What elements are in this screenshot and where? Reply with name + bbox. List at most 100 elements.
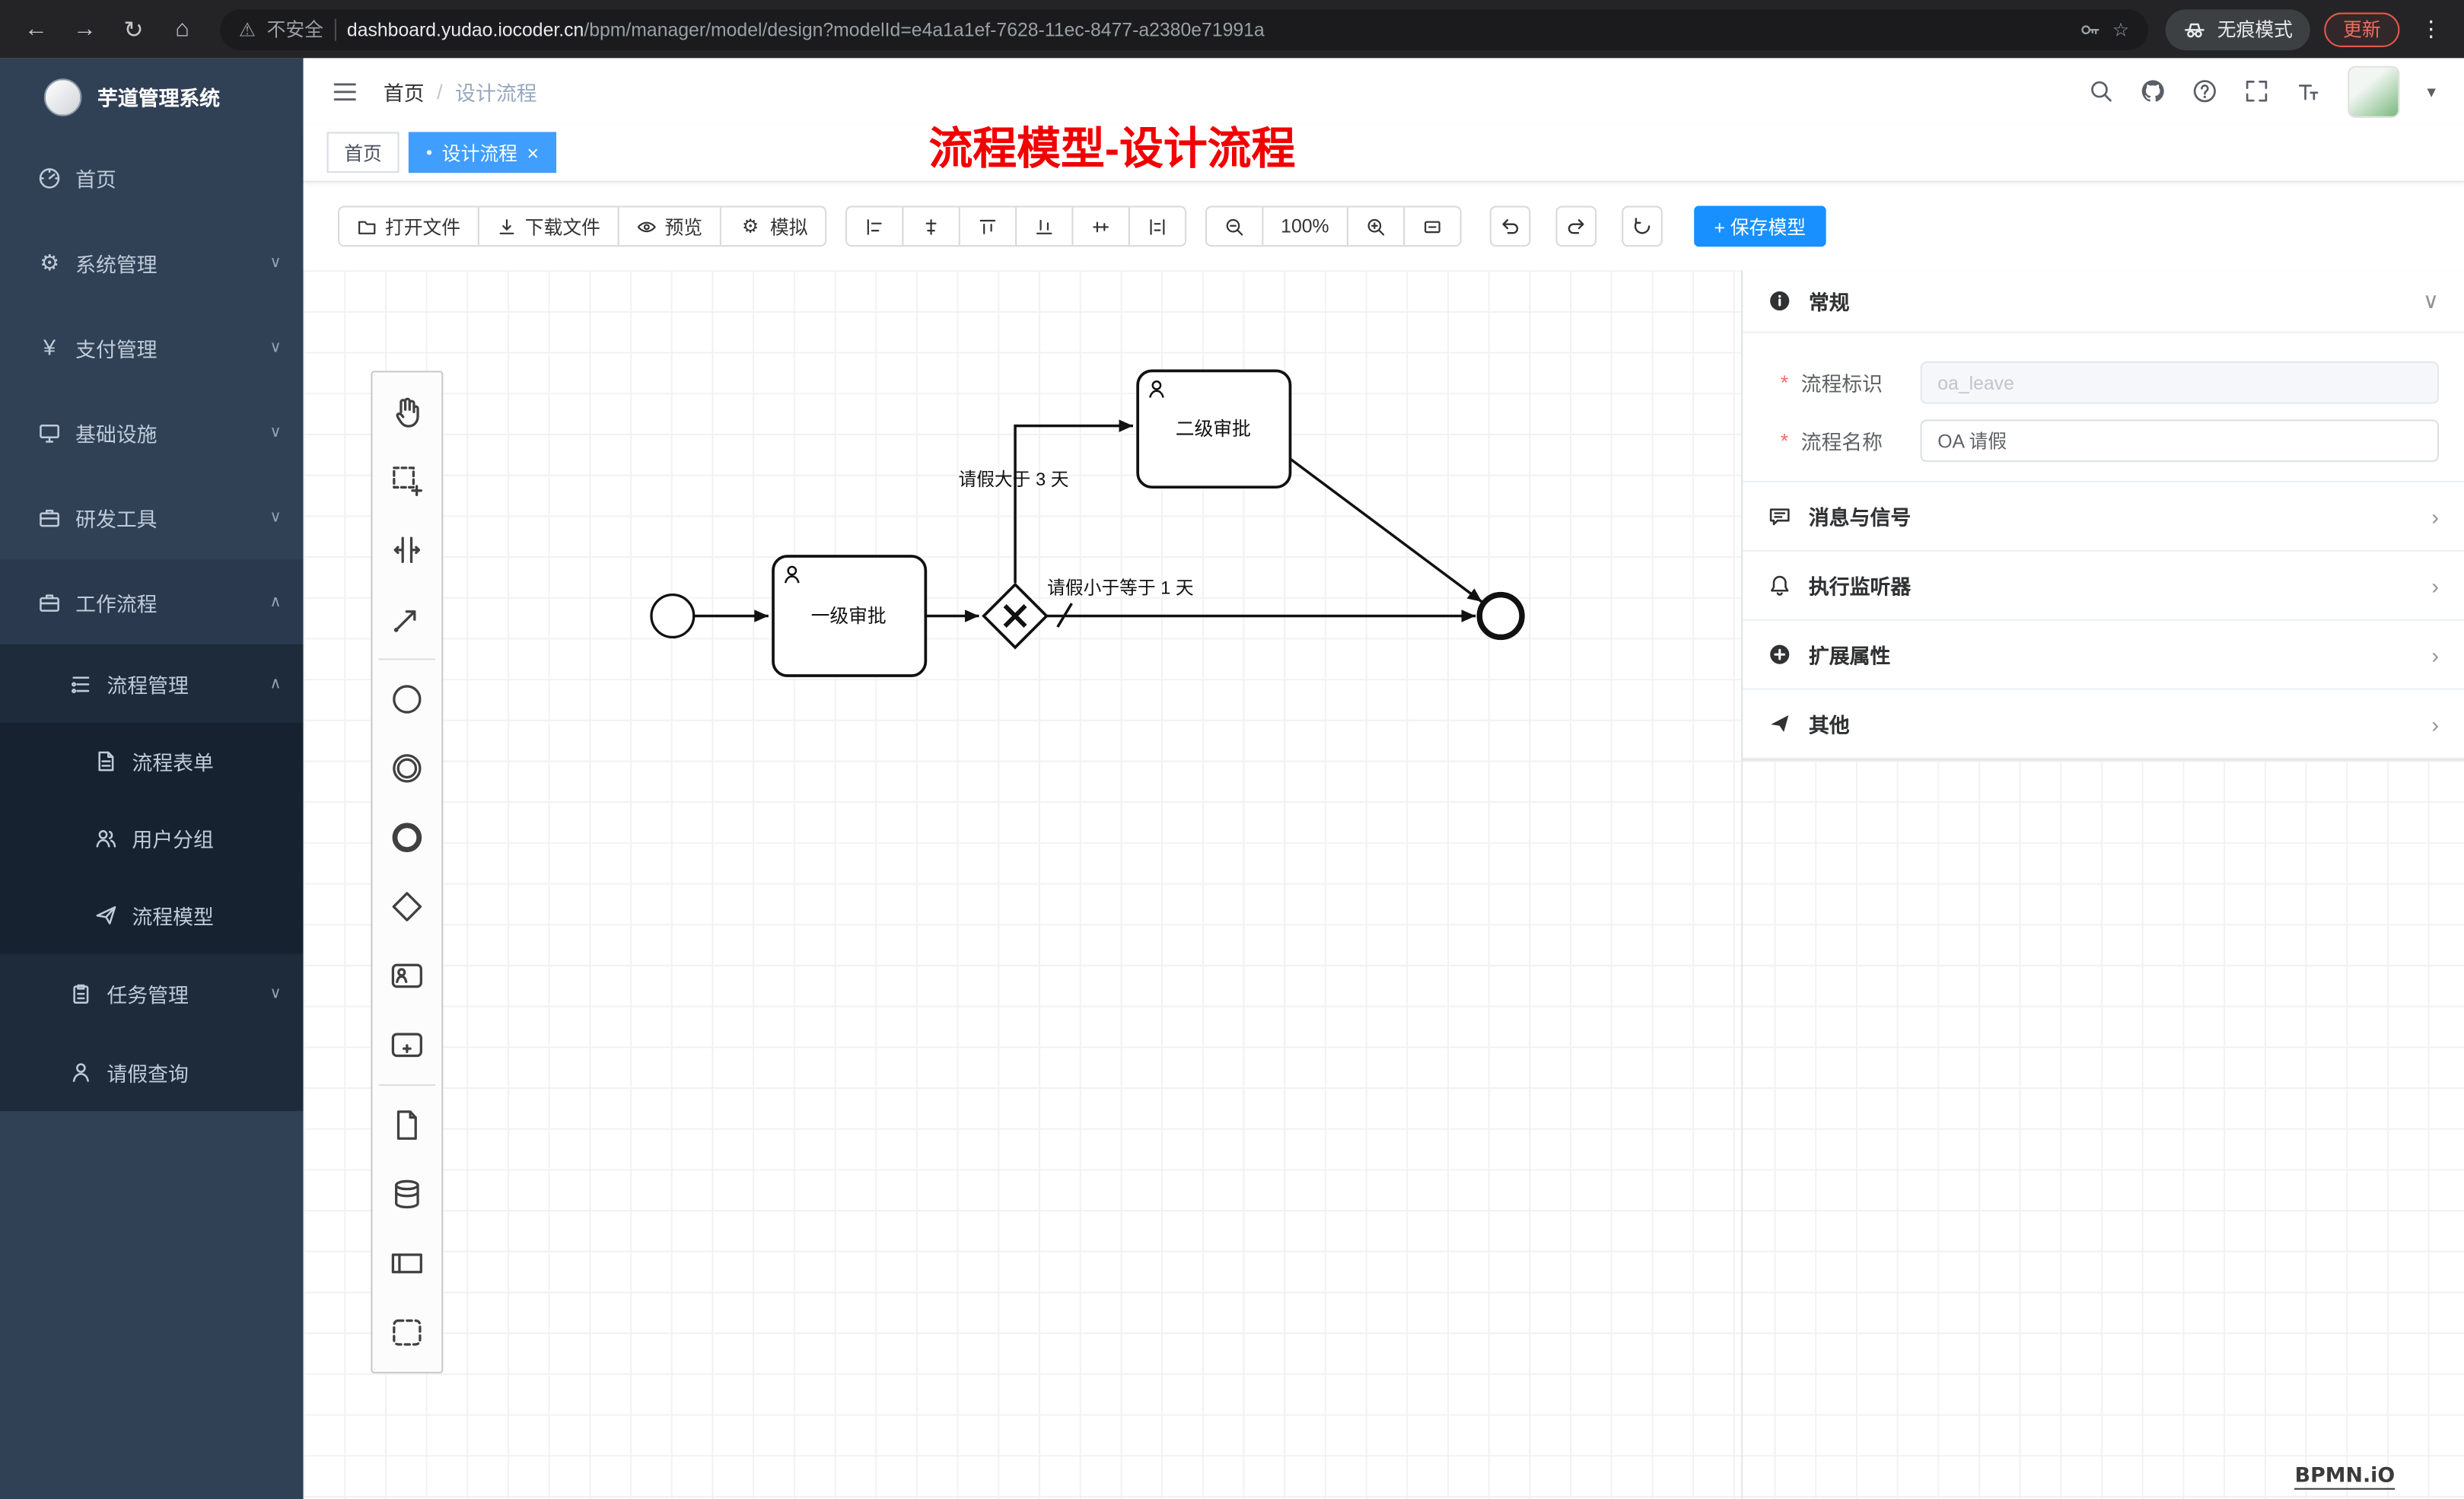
breadcrumb-home[interactable]: 首页 — [383, 81, 425, 105]
process-key-input[interactable] — [1920, 361, 2440, 404]
sidebar-item-task-management[interactable]: 任务管理 ∨ — [0, 953, 304, 1033]
open-file-button[interactable]: 打开文件 — [339, 207, 478, 246]
start-event-icon — [390, 682, 424, 716]
design-canvas[interactable]: 一级审批 二级审批 请假大于 3 天 请假小于等于 1 天 — [303, 270, 2464, 1499]
redo-button[interactable] — [1555, 205, 1597, 247]
panel-section-execution-listener[interactable]: 执行监听器 › — [1743, 552, 2464, 621]
annotation-text: 流程模型-设计流程 — [928, 124, 1296, 173]
create-data-object[interactable] — [374, 1090, 440, 1160]
panel-section-message-signal[interactable]: 消息与信号 › — [1743, 482, 2464, 552]
paper-plane-icon — [94, 903, 118, 927]
sidebar-item-user-group[interactable]: 用户分组 — [0, 800, 304, 877]
global-connect-tool[interactable] — [374, 584, 440, 654]
bookmark-star-icon[interactable]: ☆ — [2112, 18, 2130, 40]
key-icon[interactable] — [2080, 18, 2102, 40]
intermediate-event-icon — [390, 751, 424, 785]
flow-task2-to-end[interactable] — [1289, 457, 1483, 603]
create-intermediate-event[interactable] — [374, 734, 440, 803]
close-icon[interactable]: × — [527, 140, 540, 164]
clipboard-icon — [69, 982, 93, 1005]
sidebar-item-infra[interactable]: 基础设施 ∨ — [0, 390, 304, 475]
browser-back-button[interactable]: ← — [24, 15, 48, 43]
group-icon — [390, 1315, 424, 1349]
save-model-button[interactable]: + 保存模型 — [1693, 205, 1826, 247]
sidebar-collapse-icon[interactable] — [332, 78, 358, 104]
panel-section-general[interactable]: 常规 ∨ — [1743, 270, 2464, 333]
sidebar-item-process-management[interactable]: 流程管理 ∧ — [0, 644, 304, 723]
chevron-right-icon: › — [2431, 572, 2440, 598]
distribute-button[interactable] — [1128, 207, 1186, 246]
preview-button[interactable]: 预览 — [617, 207, 720, 246]
security-label: 不安全 — [266, 18, 323, 41]
participant-icon — [390, 1246, 424, 1281]
sidebar-item-workflow[interactable]: 工作流程 ∧ — [0, 559, 304, 644]
fullscreen-icon[interactable] — [2245, 78, 2270, 103]
start-event[interactable] — [650, 593, 696, 639]
browser-reload-button[interactable]: ↻ — [123, 16, 144, 43]
create-user-task[interactable] — [374, 941, 440, 1010]
avatar[interactable] — [2348, 65, 2401, 117]
divider — [334, 18, 336, 40]
space-tool[interactable] — [374, 515, 440, 584]
undo-button[interactable] — [1489, 205, 1530, 247]
sidebar-item-process-model[interactable]: 流程模型 — [0, 877, 304, 954]
sidebar-item-home[interactable]: 首页 — [0, 135, 304, 221]
browser-update-button[interactable]: 更新 — [2324, 11, 2400, 46]
process-name-input[interactable] — [1920, 419, 2440, 463]
browser-home-button[interactable]: ⌂ — [175, 15, 189, 43]
create-start-event[interactable] — [374, 665, 440, 734]
lasso-icon — [390, 463, 424, 498]
sidebar-item-devtools[interactable]: 研发工具 ∨ — [0, 475, 304, 560]
create-end-event[interactable] — [374, 803, 440, 872]
create-data-store[interactable] — [374, 1160, 440, 1229]
create-participant[interactable] — [374, 1229, 440, 1298]
create-subprocess[interactable] — [374, 1010, 440, 1080]
task-first-approval[interactable] — [772, 555, 928, 677]
align-center-button[interactable] — [902, 207, 959, 246]
bpmn-io-logo[interactable]: BPMN.iO — [2294, 1465, 2396, 1490]
zoom-out-button[interactable] — [1207, 207, 1262, 246]
flow-gateway-to-task2[interactable] — [1014, 419, 1133, 584]
panel-section-extended-attributes[interactable]: 扩展属性 › — [1743, 621, 2464, 690]
tabs-bar: 首页 ● 设计流程 × — [303, 124, 2464, 183]
zoom-in-button[interactable] — [1346, 207, 1403, 246]
gear-icon: ⚙ — [40, 250, 60, 275]
tab-design-process[interactable]: ● 设计流程 × — [408, 132, 556, 173]
end-event[interactable] — [1476, 591, 1525, 641]
align-left-button[interactable] — [847, 207, 903, 246]
sidebar-item-system[interactable]: ⚙ 系统管理 ∨ — [0, 220, 304, 305]
download-icon — [497, 216, 517, 237]
sidebar-item-payment[interactable]: ¥ 支付管理 ∨ — [0, 305, 304, 390]
sidebar-item-leave-query[interactable]: 请假查询 — [0, 1032, 304, 1112]
sidebar-item-process-form[interactable]: 流程表单 — [0, 722, 304, 800]
zoom-fit-button[interactable] — [1402, 207, 1460, 246]
tab-label: 设计流程 — [441, 142, 517, 164]
restart-button[interactable] — [1621, 205, 1663, 247]
search-icon[interactable] — [2089, 78, 2114, 103]
align-middle-icon — [1090, 216, 1111, 237]
panel-section-other[interactable]: 其他 › — [1743, 690, 2464, 759]
github-icon[interactable] — [2141, 78, 2166, 103]
create-group[interactable] — [374, 1298, 440, 1367]
breadcrumb-separator: / — [437, 79, 443, 103]
caret-down-icon[interactable]: ▾ — [2427, 82, 2436, 102]
sidebar-item-label: 流程管理 — [107, 673, 189, 697]
download-file-button[interactable]: 下载文件 — [477, 207, 618, 246]
create-gateway[interactable] — [374, 872, 440, 941]
task-second-approval[interactable] — [1136, 369, 1292, 489]
font-size-icon[interactable] — [2297, 78, 2322, 103]
browser-menu-button[interactable]: ⋮ — [2420, 15, 2443, 41]
address-bar[interactable]: ⚠ 不安全 dashboard.yudao.iocoder.cn/bpm/man… — [220, 8, 2148, 50]
chevron-right-icon: › — [2431, 503, 2440, 529]
zoom-level[interactable]: 100% — [1262, 207, 1346, 246]
align-bottom-button[interactable] — [1015, 207, 1072, 246]
simulate-button[interactable]: ⚙ 模拟 — [719, 207, 826, 246]
align-top-button[interactable] — [958, 207, 1016, 246]
align-middle-button[interactable] — [1071, 207, 1129, 246]
tab-home[interactable]: 首页 — [326, 132, 400, 173]
bpmn-diagram[interactable]: 一级审批 二级审批 请假大于 3 天 请假小于等于 1 天 — [304, 270, 1742, 1499]
help-icon[interactable] — [2193, 78, 2218, 103]
lasso-tool[interactable] — [374, 446, 440, 515]
hand-tool[interactable] — [374, 377, 440, 447]
browser-forward-button[interactable]: → — [73, 15, 97, 43]
